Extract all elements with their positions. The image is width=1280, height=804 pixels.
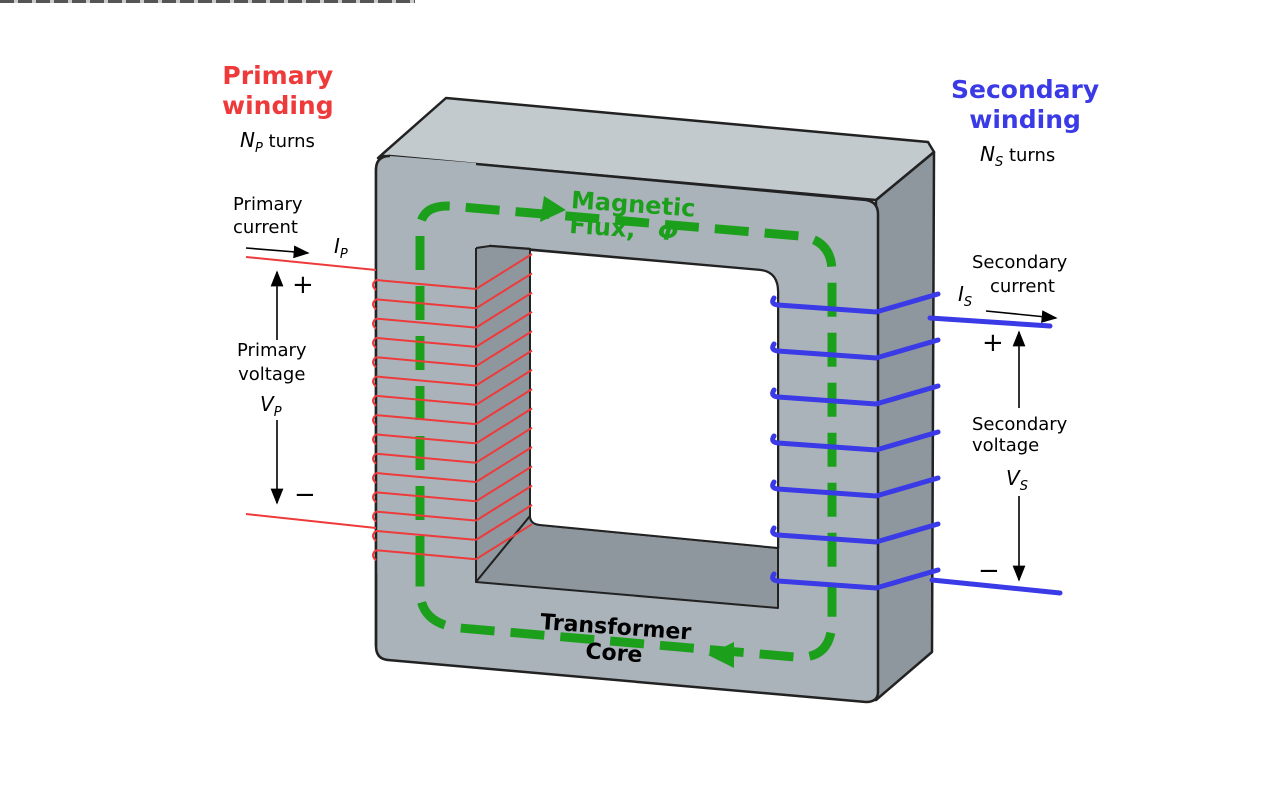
secondary-winding-title: Secondary winding <box>951 77 1099 132</box>
primary-coil-turn <box>372 426 533 465</box>
primary-coil-turn <box>372 330 533 368</box>
top-edge-artifact <box>0 0 415 3</box>
secondary-plus-sign: + <box>982 328 1004 358</box>
secondary-coil-turn <box>770 429 941 453</box>
secondary-current-line2: current <box>990 276 1055 297</box>
primary-coil-turn <box>372 523 533 561</box>
primary-coil-turn <box>372 368 533 407</box>
core-right-face <box>874 150 936 702</box>
primary-voltage-label: Primary voltage <box>237 342 307 384</box>
secondary-voltage-line1: Secondary <box>972 414 1068 435</box>
primary-voltage-symbol: VP <box>260 392 282 419</box>
secondary-current-line1: Secondary <box>972 252 1068 273</box>
secondary-coil-turn <box>770 475 941 499</box>
primary-winding <box>245 253 533 561</box>
secondary-minus-sign: − <box>978 556 1000 586</box>
secondary-current-label: Secondary current <box>972 254 1067 296</box>
primary-coil-turn <box>372 465 533 504</box>
primary-coil-turn <box>372 272 533 311</box>
secondary-current-symbol: IS <box>958 282 972 309</box>
primary-coil-turn <box>372 446 533 484</box>
core-outline-left <box>374 154 391 646</box>
primary-coil-turn <box>372 504 533 542</box>
primary-coil-turn <box>372 484 533 523</box>
secondary-coil-turn <box>770 567 941 591</box>
primary-current-arrow <box>245 245 310 259</box>
primary-turns-word: turns <box>268 131 315 152</box>
primary-coil-turn <box>372 291 533 330</box>
secondary-coil-turn <box>770 337 941 361</box>
primary-coil-turn <box>372 311 533 349</box>
secondary-turns-label: NS turns <box>980 142 1056 169</box>
secondary-coil-turn <box>770 291 941 315</box>
secondary-turns-word: turns <box>1008 145 1056 166</box>
primary-winding-title: Primary winding <box>222 63 334 118</box>
primary-current-letter: I <box>334 234 340 258</box>
flux-arrow-top <box>540 196 566 222</box>
primary-current-subscript: P <box>339 247 348 262</box>
primary-current-label: Primary current <box>233 196 303 237</box>
primary-voltage-subscript: P <box>273 405 282 420</box>
secondary-turns-symbol: N <box>980 142 995 166</box>
secondary-coil-turn <box>770 521 941 545</box>
primary-title-line2: winding <box>222 91 334 120</box>
primary-coil-turn <box>372 407 533 446</box>
primary-coil-turn <box>372 253 533 291</box>
secondary-current-arrow <box>985 310 1058 323</box>
secondary-lead-top <box>927 315 1053 329</box>
primary-turns-symbol: N <box>240 128 255 152</box>
primary-current-symbol: IP <box>334 234 348 261</box>
primary-lead-top <box>245 256 377 271</box>
secondary-title-line1: Secondary <box>951 75 1100 104</box>
primary-coil-turn <box>372 388 533 426</box>
primary-title-line1: Primary <box>222 61 334 90</box>
magnetic-flux-path <box>415 196 837 668</box>
secondary-winding <box>770 291 1063 596</box>
primary-current-line2: current <box>233 217 298 238</box>
core-window <box>529 248 779 550</box>
flux-arrow-bottom <box>708 642 734 668</box>
secondary-turns-subscript: S <box>994 155 1004 170</box>
secondary-coil-turn <box>770 383 941 407</box>
primary-voltage-line1: Primary <box>237 340 307 361</box>
primary-minus-sign: − <box>294 480 316 510</box>
secondary-current-subscript: S <box>963 295 973 310</box>
primary-coil-turn <box>372 349 533 388</box>
secondary-voltage-subscript: S <box>1019 479 1028 494</box>
secondary-voltage-letter: V <box>1006 466 1020 490</box>
primary-voltage-letter: V <box>260 392 274 416</box>
secondary-title-line2: winding <box>969 105 1081 134</box>
primary-plus-sign: + <box>292 270 314 300</box>
primary-turns-subscript: P <box>254 141 263 156</box>
primary-turns-label: NP turns <box>240 128 315 155</box>
primary-current-line1: Primary <box>233 194 303 215</box>
secondary-lead-bottom <box>929 577 1063 596</box>
primary-lead-bottom <box>245 513 377 529</box>
secondary-current-letter: I <box>958 282 964 306</box>
magnetic-flux-label: Magnetic Flux, Φ <box>568 186 696 247</box>
flux-line2: Flux, <box>568 210 637 244</box>
secondary-voltage-label: Secondary voltage <box>972 416 1067 455</box>
secondary-voltage-line2: voltage <box>972 435 1040 456</box>
primary-voltage-line2: voltage <box>238 364 306 385</box>
secondary-voltage-symbol: VS <box>1006 466 1028 493</box>
flux-loop <box>415 201 837 662</box>
flux-symbol: Φ <box>656 217 680 247</box>
